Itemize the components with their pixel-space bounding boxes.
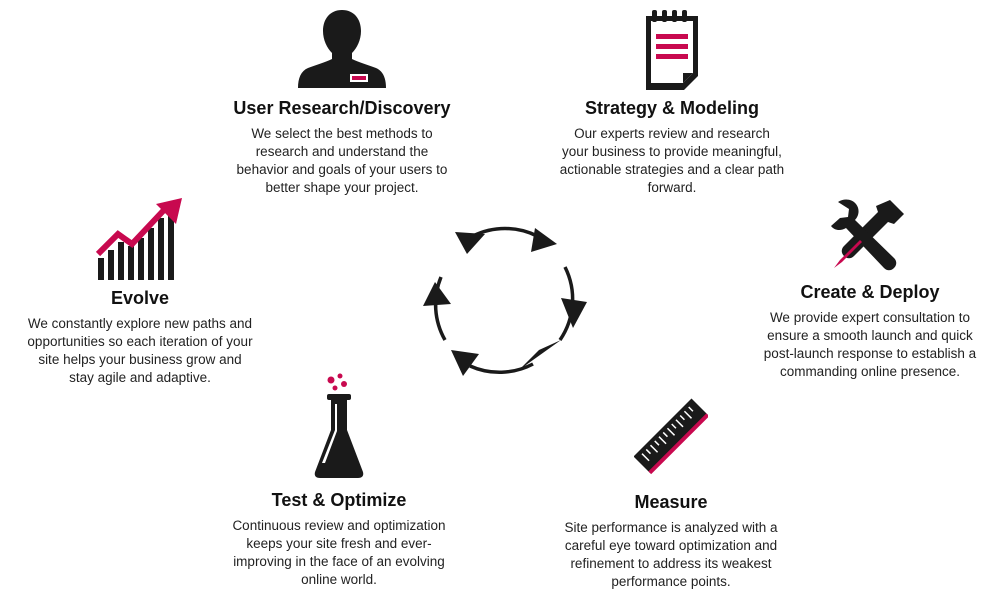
step-strategy: Strategy & Modeling Our experts review a… (552, 8, 792, 197)
step-description: Site performance is analyzed with a care… (564, 520, 778, 589)
step-description: We select the best methods to research a… (236, 126, 448, 195)
step-user-research: User Research/Discovery We select the be… (222, 8, 462, 197)
step-title: Evolve (110, 288, 170, 308)
notepad-icon (646, 10, 698, 90)
growth-chart-icon (95, 198, 182, 280)
step-evolve: Evolve We constantly explore new paths a… (24, 196, 256, 387)
wrench-screwdriver-icon (831, 199, 904, 271)
ruler-icon (634, 398, 708, 475)
step-title: Test & Optimize (271, 490, 407, 510)
step-description: We constantly explore new paths and oppo… (27, 316, 253, 385)
step-description: We provide expert consultation to ensure… (763, 310, 977, 379)
step-title: Measure (634, 492, 708, 512)
step-create-deploy: Create & Deploy We provide expert consul… (752, 196, 988, 381)
step-description: Our experts review and research your bus… (559, 126, 785, 195)
flask-icon (314, 373, 364, 478)
step-description: Continuous review and optimization keeps… (232, 518, 446, 587)
user-silhouette-icon (298, 10, 386, 88)
step-title: Strategy & Modeling (584, 98, 759, 118)
step-title: Create & Deploy (800, 282, 940, 302)
step-measure: Measure Site performance is analyzed wit… (549, 396, 793, 591)
cycle-arrows-icon (423, 226, 587, 376)
step-test-optimize: Test & Optimize Continuous review and op… (222, 372, 456, 589)
step-title: User Research/Discovery (233, 98, 451, 118)
